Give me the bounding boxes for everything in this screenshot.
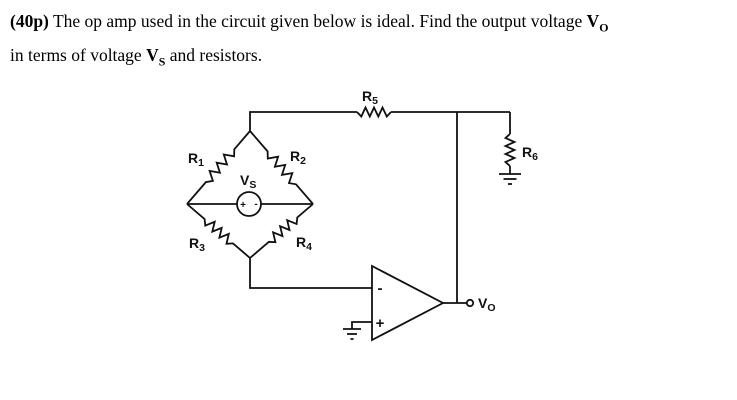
resistor-label-r3: R3 [189,235,205,254]
resistor-r1 [186,130,251,205]
resistor-label-r5: R5 [362,88,378,107]
resistor-label-r4: R4 [296,234,312,253]
resistor-label-r6: R6 [522,144,538,163]
opamp-noninverting-sign: + [376,315,385,332]
ground-icon-opamp [343,328,361,340]
wire-noninverting-input [351,321,372,329]
question-text-1: The op amp used in the circuit given bel… [48,11,587,31]
question-text-2a: in terms of voltage [10,45,147,65]
source-plus-sign: + [240,200,246,211]
resistor-r6 [503,133,517,167]
vs-symbol: VS [146,45,166,69]
wire-top-left [249,111,357,131]
output-terminal-icon [465,298,475,308]
voltage-source-vs [236,191,262,217]
vo-symbol: VO [586,11,609,35]
resistor-label-r1: R1 [188,150,204,169]
question-points: (40p) [10,11,49,31]
resistor-r3 [186,203,251,259]
source-label-vs: VS [240,172,256,191]
resistor-label-r2: R2 [290,148,306,167]
source-minus-sign: - [254,199,257,210]
question-line-2: in terms of voltage VS and resistors. [10,45,262,69]
question-text-2b: and resistors. [165,45,263,65]
output-label-vo: VO [478,295,496,314]
opamp-triangle [371,264,445,342]
question-line-1: (40p) The op amp used in the circuit giv… [10,11,608,35]
resistor-r2 [249,130,314,205]
opamp-inverting-sign: - [378,280,383,297]
resistor-r4 [249,203,314,259]
ground-icon-r6 [499,173,521,185]
wire-inverting-input [249,258,372,289]
resistor-r5 [356,105,392,119]
